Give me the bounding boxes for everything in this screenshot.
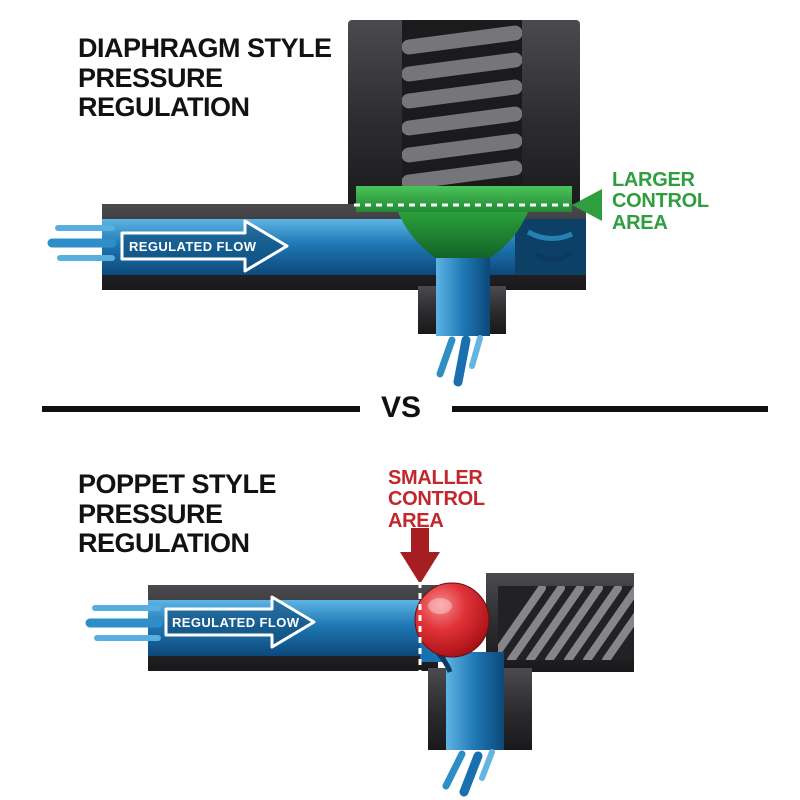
poppet-title: POPPET STYLE PRESSURE REGULATION <box>78 469 277 559</box>
poppet-diagram: REGULATED FLOW <box>85 528 634 797</box>
poppet-title-line3: REGULATION <box>78 528 250 559</box>
top-regulated-flow-arrow: REGULATED FLOW <box>120 219 289 273</box>
top-inlet-flow-streaks <box>47 225 117 261</box>
top-flow-label: REGULATED FLOW <box>129 239 257 254</box>
larger-control-arrow-icon <box>572 189 602 221</box>
vs-label: VS <box>381 391 422 424</box>
diaphragm-diagram: REGULATED FLOW <box>47 20 602 387</box>
poppet-thread-housing <box>486 573 634 672</box>
diaphragm-funnel <box>398 212 528 258</box>
bottom-flow-label: REGULATED FLOW <box>172 615 300 630</box>
bottom-outlet <box>428 642 532 797</box>
vs-divider-left-line <box>42 406 360 412</box>
top-outlet <box>418 258 506 387</box>
bottom-inlet-flow-streaks <box>85 605 163 641</box>
diaphragm-band <box>356 186 572 212</box>
regulator-spring-housing <box>348 20 580 216</box>
diaphragm-title: DIAPHRAGM STYLE PRESSURE REGULATION <box>78 33 332 123</box>
thread-hatch-icon <box>498 586 634 660</box>
vs-divider-right-line <box>452 406 768 412</box>
diaphragm-title-line1: DIAPHRAGM STYLE <box>78 33 332 63</box>
poppet-ball <box>414 582 490 658</box>
smaller-control-arrow-icon <box>400 528 440 584</box>
larger-control-area-label: LARGER CONTROL AREA <box>612 169 709 234</box>
poppet-title-line2: PRESSURE <box>78 498 223 529</box>
smaller-control-area-label: SMALLER CONTROL AREA <box>388 467 485 532</box>
diaphragm-title-line2: PRESSURE <box>78 62 223 93</box>
diaphragm-title-line3: REGULATION <box>78 92 250 123</box>
poppet-title-line1: POPPET STYLE <box>78 469 277 499</box>
spring-coils-icon <box>402 25 522 190</box>
bottom-regulated-flow-arrow: REGULATED FLOW <box>164 595 316 649</box>
